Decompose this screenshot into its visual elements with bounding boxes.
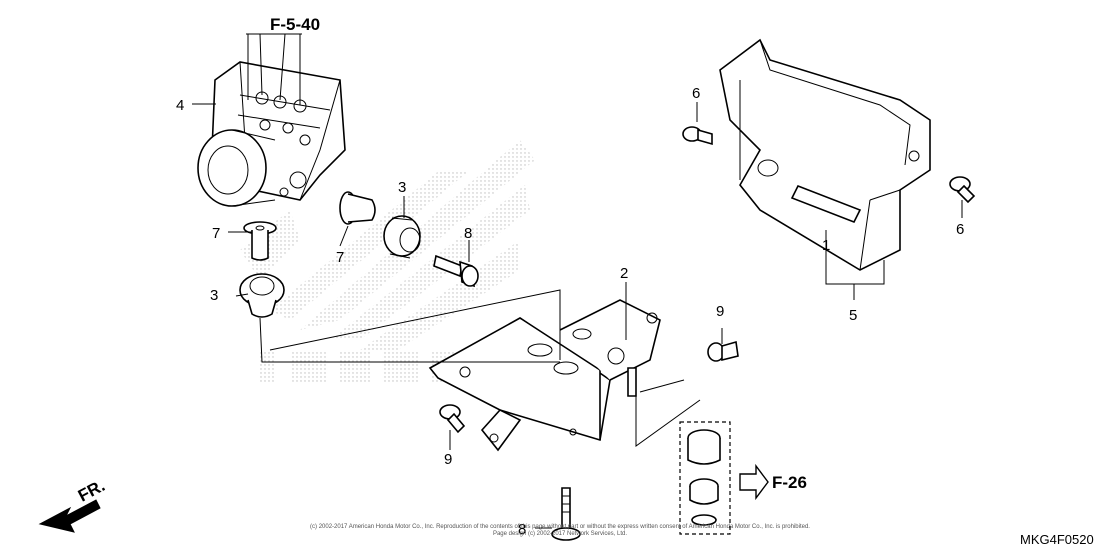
front-arrow-icon <box>38 499 101 533</box>
bolt-8a[interactable] <box>433 254 479 288</box>
grommet-3a[interactable] <box>383 215 421 259</box>
callout-3b: 3 <box>210 287 218 304</box>
copyright-line-1: (c) 2002-2017 American Honda Motor Co., … <box>310 524 810 530</box>
abs-bracket[interactable] <box>428 299 661 452</box>
callout-4: 4 <box>176 97 184 114</box>
callout-6b: 6 <box>956 221 964 238</box>
bolt-9b[interactable] <box>439 404 466 434</box>
callout-2: 2 <box>620 265 628 282</box>
callout-1: 1 <box>822 237 830 254</box>
callout-9a: 9 <box>716 303 724 320</box>
damper-stack[interactable] <box>679 421 731 535</box>
abs-modulator-unit[interactable] <box>197 33 346 207</box>
callout-6a: 6 <box>692 85 700 102</box>
callout-8b: 8 <box>518 521 526 538</box>
reference-arrow <box>739 463 769 501</box>
callout-9b: 9 <box>444 451 452 468</box>
screw-6a[interactable] <box>682 126 713 146</box>
callout-5: 5 <box>849 307 857 324</box>
callout-7a: 7 <box>212 225 220 242</box>
callout-8a: 8 <box>464 225 472 242</box>
abs-cover[interactable] <box>719 38 931 271</box>
screw-6b[interactable] <box>949 176 976 204</box>
bolt-8b[interactable] <box>551 487 581 541</box>
collar-7b[interactable] <box>339 191 376 225</box>
front-direction-label: FR. <box>75 476 108 506</box>
collar-7a[interactable] <box>243 221 277 261</box>
bolt-9a[interactable] <box>707 340 739 362</box>
callout-3a: 3 <box>398 179 406 196</box>
reference-right[interactable]: F-26 <box>772 473 807 492</box>
diagram-code: MKG4F0520 <box>1020 532 1094 547</box>
leader-lines <box>192 102 963 529</box>
copyright-line-2: Page design (c) 2002-2017 Network Servic… <box>493 531 627 537</box>
reference-top[interactable]: F-5-40 <box>270 15 320 34</box>
callout-7b: 7 <box>336 249 344 266</box>
grommet-3b[interactable] <box>239 273 285 318</box>
